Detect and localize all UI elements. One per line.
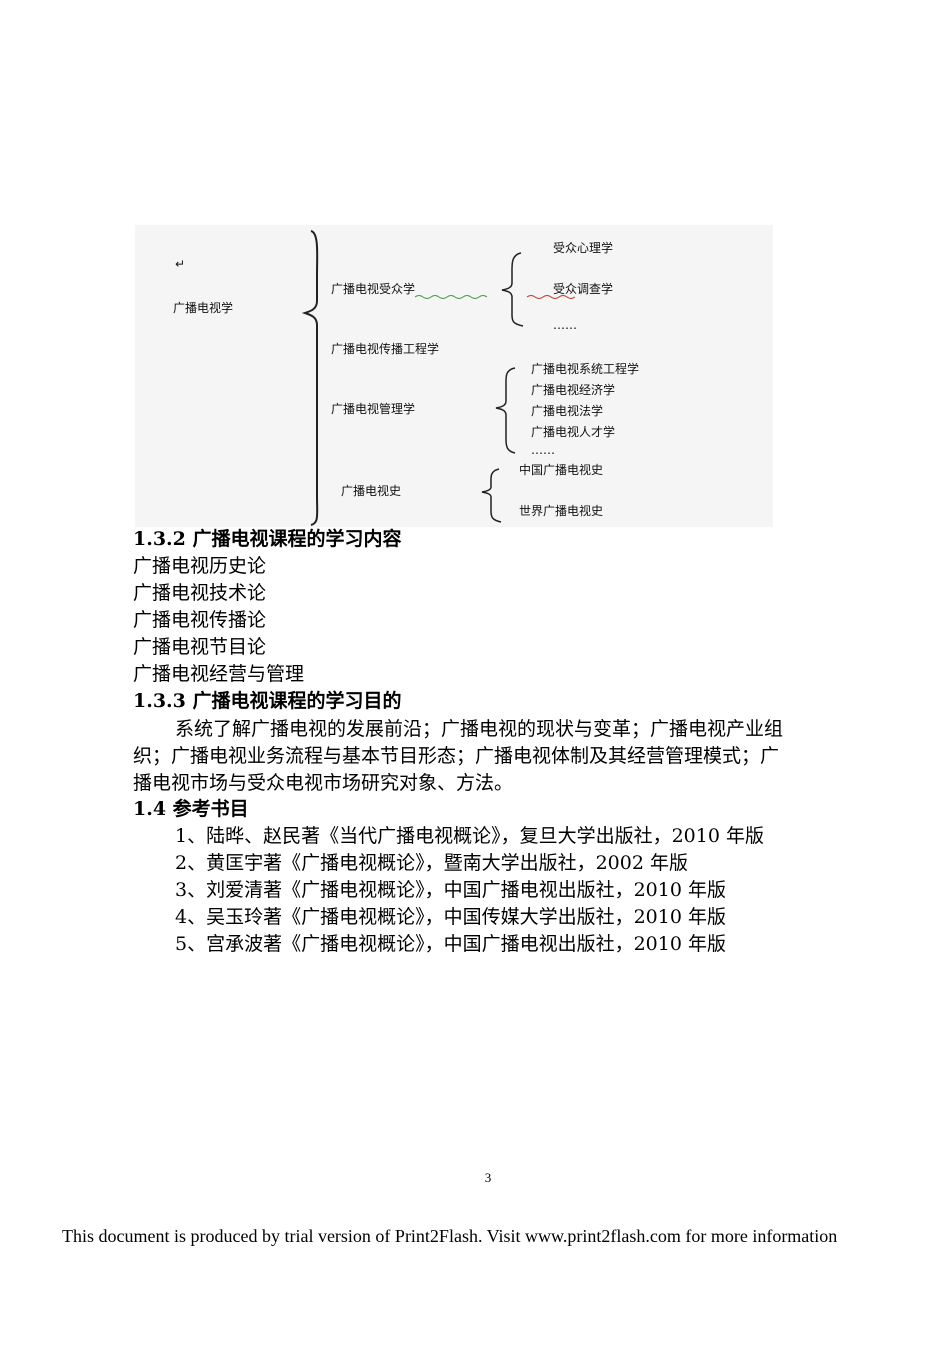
content-item-technology: 广播电视技术论 <box>133 582 267 604</box>
root-node: 广播电视学 <box>173 301 234 315</box>
leaf-systems-engineering: 广播电视系统工程学 <box>531 362 640 376</box>
section-1-3-3-paragraph: 系统了解广播电视的发展前沿；广播电视的现状与变革；广播电视产业组 织；广播电视业… <box>133 716 853 797</box>
reference-3: 3、刘爱清著《广播电视概论》，中国广播电视出版社，2010 年版 <box>175 879 726 901</box>
paragraph-line-2: 织；广播电视业务流程与基本节目形态；广播电视体制及其经营管理模式；广 <box>133 745 780 767</box>
trial-footer: This document is produced by trial versi… <box>62 1226 838 1246</box>
reference-4: 4、吴玉玲著《广播电视概论》，中国传媒大学出版社，2010 年版 <box>175 906 726 928</box>
leaf-audience-ellipsis: …… <box>553 318 577 332</box>
brace-audience <box>501 252 524 327</box>
leaf-talent: 广播电视人才学 <box>531 425 616 439</box>
leaf-china-history: 中国广播电视史 <box>519 463 604 477</box>
branch-management: 广播电视管理学 <box>331 402 416 416</box>
main-brace <box>301 230 319 526</box>
leaf-management-ellipsis: …… <box>531 443 555 457</box>
reference-1: 1、陆晔、赵民著《当代广播电视概论》，复旦大学出版社，2010 年版 <box>175 825 764 847</box>
page-number: 3 <box>484 1170 492 1185</box>
content-item-history: 广播电视历史论 <box>133 555 267 577</box>
section-1-3-3-title: 1.3.3 广播电视课程的学习目的 <box>133 690 402 712</box>
brace-management <box>495 367 516 454</box>
content-item-management: 广播电视经营与管理 <box>133 663 305 685</box>
content-item-communication: 广播电视传播论 <box>133 609 267 631</box>
section-1-3-2-title: 1.3.2 广播电视课程的学习内容 <box>133 528 402 550</box>
section-1-4-title: 1.4 参考书目 <box>133 798 249 820</box>
leaf-economics: 广播电视经济学 <box>531 383 616 397</box>
tree-lines <box>301 230 576 526</box>
brace-history <box>481 468 502 523</box>
top-return-mark: ↵ <box>175 257 186 271</box>
discipline-tree-diagram: ↵ 广播电视学 广播电视受众学 受众心理学 受众调查学 …… 广播电视传播工程学… <box>135 225 773 527</box>
content-item-programs: 广播电视节目论 <box>133 636 267 658</box>
spellcheck-green-underline <box>414 295 488 299</box>
leaf-law: 广播电视法学 <box>531 404 604 418</box>
leaf-world-history: 世界广播电视史 <box>519 504 604 518</box>
reference-2: 2、黄匡宇著《广播电视概论》，暨南大学出版社，2002 年版 <box>175 852 688 874</box>
paragraph-line-1: 系统了解广播电视的发展前沿；广播电视的现状与变革；广播电视产业组 <box>175 718 784 740</box>
branch-audience: 广播电视受众学 <box>331 282 416 296</box>
branch-history: 广播电视史 <box>341 484 402 498</box>
reference-5: 5、宫承波著《广播电视概论》，中国广播电视出版社，2010 年版 <box>175 933 726 955</box>
branch-engineering: 广播电视传播工程学 <box>331 342 440 356</box>
paragraph-line-3: 播电视市场与受众电视市场研究对象、方法。 <box>133 772 514 794</box>
leaf-audience-psychology: 受众心理学 <box>553 241 614 255</box>
leaf-audience-survey: 受众调查学 <box>553 282 614 296</box>
spellcheck-red-underline <box>526 295 576 299</box>
